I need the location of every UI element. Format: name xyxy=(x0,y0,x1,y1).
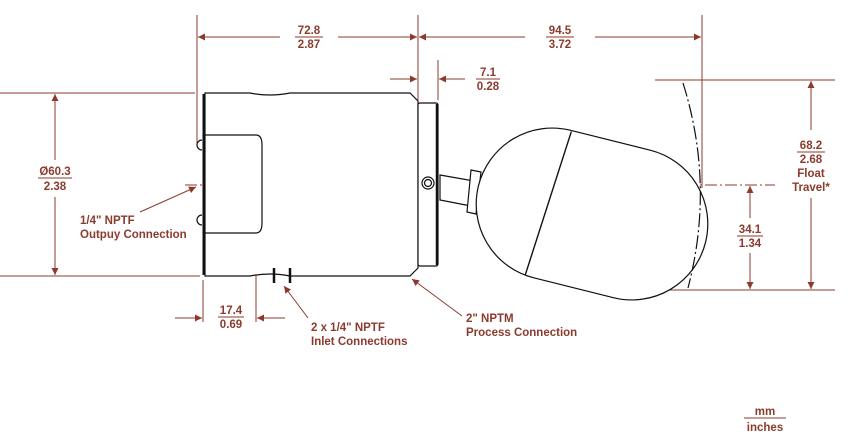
dim-label: Float xyxy=(797,168,825,180)
callout-line: Outpuy Connection xyxy=(80,229,187,241)
dim-float-travel: 68.2 2.68 Float Travel* xyxy=(792,140,830,194)
dim-diameter: Ø60.3 2.38 xyxy=(38,166,72,193)
dim-mm: 17.4 xyxy=(220,305,243,317)
units-legend: mm inches xyxy=(744,406,786,434)
dim-in: 2.87 xyxy=(298,39,320,51)
dim-mm: 7.1 xyxy=(480,67,497,79)
extension-lines xyxy=(0,15,835,322)
dim-in: 2.38 xyxy=(44,181,67,193)
dim-in: 0.69 xyxy=(220,319,242,331)
dim-float-reach: 94.5 3.72 xyxy=(546,25,574,51)
dim-flange: 7.1 0.28 xyxy=(476,67,500,93)
dim-in: 2.68 xyxy=(800,154,823,166)
dim-in: 1.34 xyxy=(739,238,762,250)
callout-process-connection: 2" NPTM Process Connection xyxy=(466,313,577,339)
callout-line: 1/4" NPTF xyxy=(80,215,135,227)
dim-mm: 72.8 xyxy=(298,25,321,37)
dim-mm: 34.1 xyxy=(739,224,762,236)
dim-mm: 68.2 xyxy=(800,140,822,152)
dim-mm: 94.5 xyxy=(549,25,572,37)
dim-in: 3.72 xyxy=(549,39,571,51)
callout-line: 2 x 1/4" NPTF xyxy=(311,322,385,334)
callout-line: Process Connection xyxy=(466,327,577,339)
callout-inlet-connections: 2 x 1/4" NPTF Inlet Connections xyxy=(311,322,407,348)
callout-line: Inlet Connections xyxy=(311,336,407,348)
legend-inches: inches xyxy=(747,422,783,434)
dim-half-travel: 34.1 1.34 xyxy=(737,224,763,250)
transmitter-housing xyxy=(196,92,439,283)
dim-body-length: 72.8 2.87 xyxy=(295,25,323,51)
callout-line: 2" NPTM xyxy=(466,313,514,325)
dimension-arrows xyxy=(51,33,815,322)
callout-output-connection: 1/4" NPTF Outpuy Connection xyxy=(80,215,187,241)
dim-cap: 17.4 0.69 xyxy=(218,305,244,331)
dim-label: Travel* xyxy=(792,182,830,194)
dim-mm: Ø60.3 xyxy=(39,166,70,178)
output-port-icon xyxy=(421,176,435,190)
float-assembly xyxy=(439,82,709,301)
dim-in: 0.28 xyxy=(477,81,500,93)
legend-mm: mm xyxy=(755,406,775,418)
